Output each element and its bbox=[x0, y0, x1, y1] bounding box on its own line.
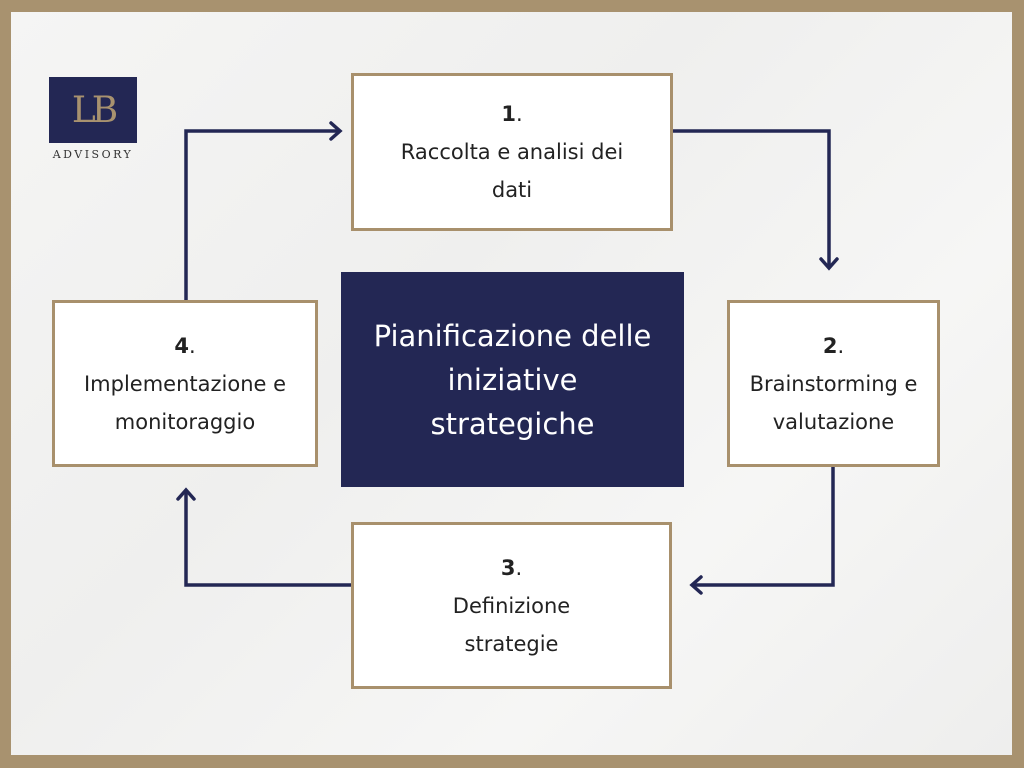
arrow-1-to-2 bbox=[673, 129, 831, 266]
arrowhead-right bbox=[329, 121, 343, 141]
arrow-3-to-4 bbox=[184, 492, 351, 587]
arrowhead-left bbox=[689, 575, 703, 595]
logo-subtitle: ADVISORY bbox=[52, 148, 134, 161]
step-4-box: 4. Implementazione e monitoraggio bbox=[52, 300, 318, 467]
step-number: 1. bbox=[501, 102, 523, 126]
step-3-box: 3. Definizione strategie bbox=[351, 522, 672, 689]
arrow-2-to-3 bbox=[694, 467, 835, 587]
step-number: 2. bbox=[822, 333, 845, 358]
arrowhead-up bbox=[176, 487, 196, 501]
step-label: Implementazione e monitoraggio bbox=[83, 371, 287, 434]
step-number: 4. bbox=[174, 333, 196, 358]
central-title: Pianificazione delle iniziative strategi… bbox=[373, 318, 652, 441]
arrow-4-to-1 bbox=[184, 129, 338, 300]
central-goal: Pianificazione delle iniziative strategi… bbox=[341, 272, 684, 487]
step-1-box: 1. Raccolta e analisi dei dati bbox=[351, 73, 673, 231]
logo: LB bbox=[49, 77, 137, 143]
step-label: Raccolta e analisi dei dati bbox=[400, 140, 624, 202]
logo-mark: LB bbox=[71, 89, 118, 131]
step-label: Brainstorming e valutazione bbox=[749, 371, 918, 434]
arrowhead-down bbox=[819, 257, 839, 271]
step-2-box: 2. Brainstorming e valutazione bbox=[727, 300, 940, 467]
step-number: 3. bbox=[500, 555, 523, 580]
step-label: Definizione strategie bbox=[452, 593, 571, 656]
